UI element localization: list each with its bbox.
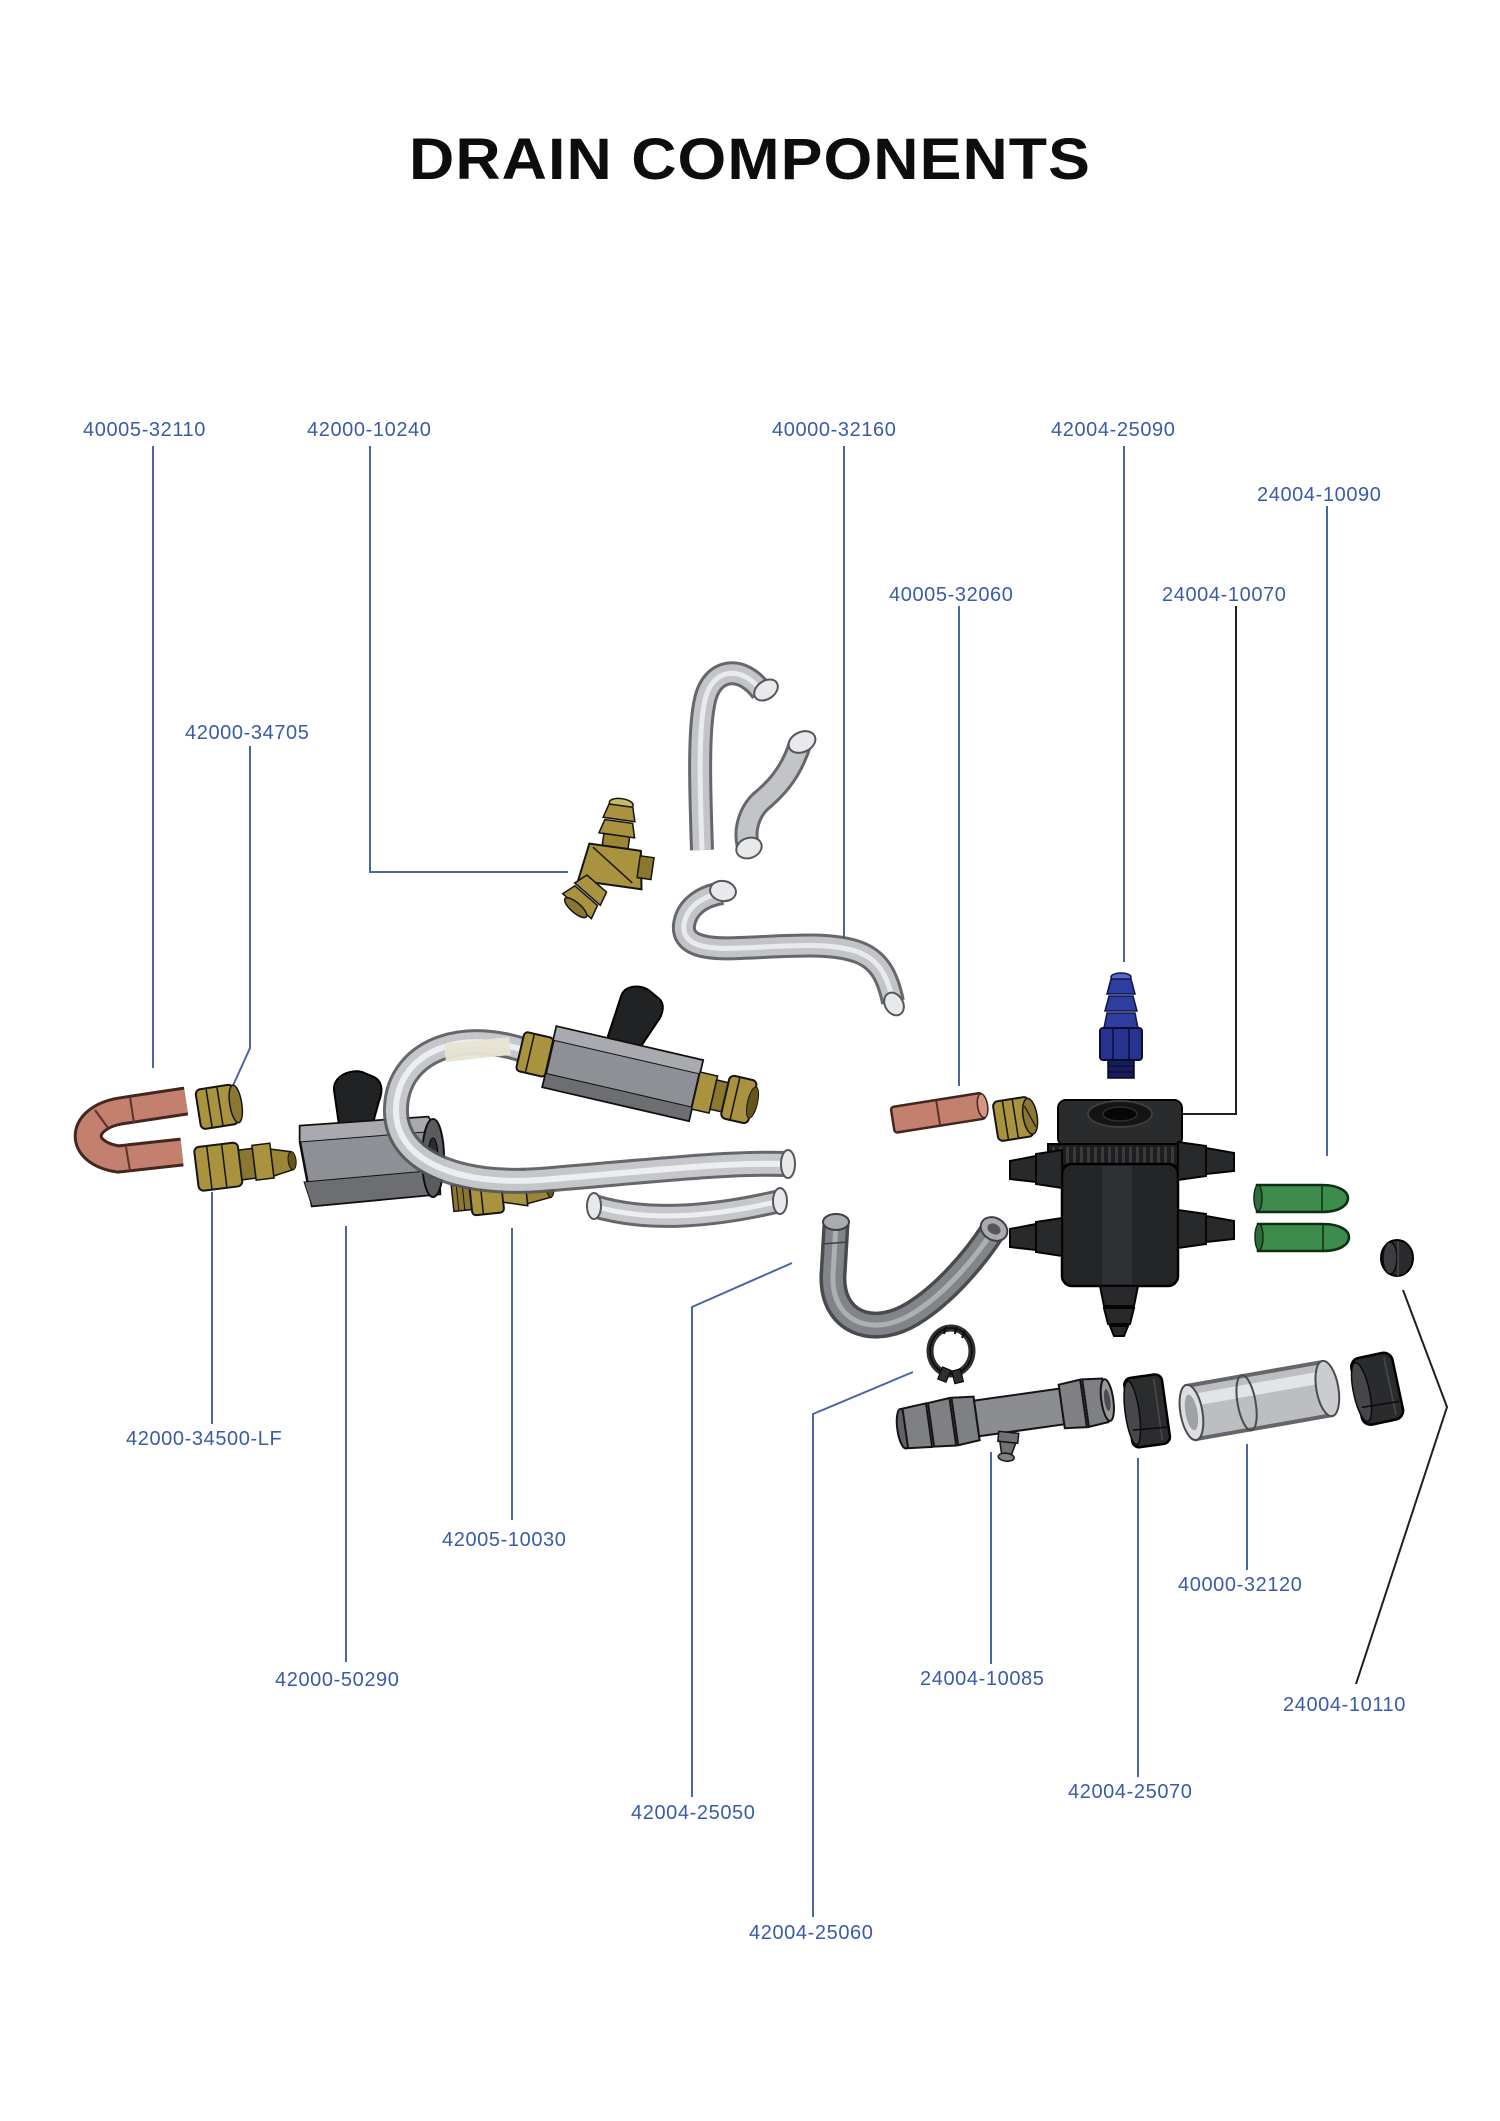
part-label-40005-32110: 40005-32110	[83, 419, 207, 441]
brass-male-fitting	[193, 1141, 297, 1192]
copper-tube-small	[889, 1091, 989, 1134]
part-label-42000-50290: 42000-50290	[275, 1669, 400, 1691]
leader-42000-10240	[369, 446, 568, 873]
part-label-42000-34705: 42000-34705	[185, 722, 310, 744]
black-end-cap	[1350, 1351, 1405, 1426]
part-label-42004-25090: 42004-25090	[1051, 419, 1176, 441]
green-caps	[1253, 1183, 1351, 1253]
part-label-40000-32160: 40000-32160	[772, 419, 897, 441]
clear-tube-loop	[383, 1029, 796, 1194]
part-label-24004-10090: 24004-10090	[1257, 484, 1382, 506]
brass-nut-upper	[194, 1083, 244, 1130]
part-label-24004-10110: 24004-10110	[1283, 1694, 1407, 1716]
black-collar	[1123, 1373, 1172, 1449]
part-label-42000-10240: 42000-10240	[307, 419, 432, 441]
clear-tube-cluster	[671, 661, 905, 1017]
part-label-42004-25060: 42004-25060	[749, 1922, 874, 1944]
part-label-42004-25050: 42004-25050	[631, 1802, 756, 1824]
rubber-grommet	[1380, 1239, 1414, 1277]
manifold-valve	[1009, 1099, 1235, 1337]
leader-24004-10070	[1180, 606, 1237, 1115]
part-label-40005-32060: 40005-32060	[889, 584, 1014, 606]
ball-valve-gray	[515, 985, 760, 1125]
drain-valve-black	[298, 1070, 445, 1208]
leader-42000-34705	[230, 746, 251, 1091]
copper-u-tube	[73, 1086, 189, 1174]
leader-42004-25060	[812, 1371, 914, 1917]
part-label-40000-32120: 40000-32120	[1178, 1574, 1303, 1596]
clear-tube-short	[586, 1187, 788, 1228]
barbed-connector	[895, 1377, 1115, 1463]
part-label-24004-10085: 24004-10085	[920, 1668, 1045, 1690]
clear-j-elbow	[819, 1213, 1009, 1339]
blue-barb-fitting	[1099, 972, 1143, 1079]
hose-clamp	[926, 1324, 976, 1385]
page-title: DRAIN COMPONENTS	[409, 127, 1091, 192]
leader-24004-10110	[1355, 1289, 1449, 1685]
part-label-42000-34500-LF: 42000-34500-LF	[126, 1428, 283, 1450]
leader-42004-25050	[691, 1262, 793, 1797]
part-label-42004-25070: 42004-25070	[1068, 1781, 1193, 1803]
part-label-42005-10030: 42005-10030	[442, 1529, 567, 1551]
clear-hose	[1178, 1359, 1341, 1442]
part-label-24004-10070: 24004-10070	[1162, 584, 1287, 606]
brass-tee-barb	[561, 797, 655, 920]
brass-nut-right	[992, 1096, 1039, 1142]
